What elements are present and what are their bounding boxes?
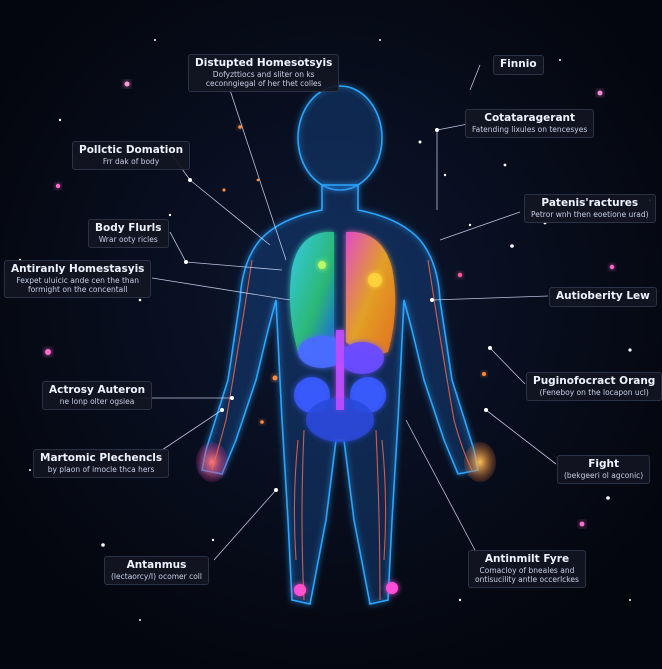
label-subtitle: Dofyzttiocs and sliter on ks	[195, 70, 332, 79]
label-disrupted-homeostasis: Distupted Homesotsyis Dofyzttiocs and sl…	[188, 54, 339, 92]
label-title: Antanmus	[111, 559, 202, 572]
label-subtitle: Wrar ooty ricles	[95, 235, 162, 244]
label-martomic-plechencls: Martomic Plechencls by plaon of imocle t…	[33, 449, 169, 478]
label-subtitle: Comacloy of bneales and	[475, 566, 579, 575]
label-title: Antinmilt Fyre	[475, 553, 579, 566]
label-subtitle-2: ontisucility antle occerlckes	[475, 575, 579, 584]
label-antinmilt-fyre: Antinmilt Fyre Comacloy of bneales and o…	[468, 550, 586, 588]
label-title: Actrosy Auteron	[49, 384, 145, 397]
label-fight: Fight (bekgeeri ol agconic)	[557, 455, 650, 484]
label-title: Cotataragerant	[472, 112, 587, 125]
heart-glow	[368, 273, 382, 287]
label-finio: Finnio	[493, 55, 544, 75]
label-subtitle: Fexpet uluicic ande cen the than	[11, 276, 144, 285]
label-title: Patenis'ractures	[531, 197, 649, 210]
label-title: Autioberity Lew	[556, 290, 650, 303]
label-subtitle: Fatending lixules on tencesyes	[472, 125, 587, 134]
label-title: Martomic Plechencls	[40, 452, 162, 465]
organ-node	[318, 261, 326, 269]
label-subtitle: ne lonp olter ogsiea	[49, 397, 145, 406]
label-title: Body Flurls	[95, 222, 162, 235]
label-subtitle: (lectaorcy/I) ocomer coll	[111, 572, 202, 581]
label-subtitle: (Feneboy on the locapon ucl)	[533, 388, 655, 397]
label-title: Finnio	[500, 58, 537, 71]
digestive-organs	[294, 330, 386, 442]
label-patenis-ractures: Patenis'ractures Petror wnh then eoetion…	[524, 194, 656, 223]
label-title: Puginofocract Orang	[533, 375, 655, 388]
left-hand-glow	[196, 442, 228, 482]
label-puginofocract-orang: Puginofocract Orang (Feneboy on the loca…	[526, 372, 662, 401]
label-title: Fight	[564, 458, 643, 471]
label-autioberity-lew: Autioberity Lew	[549, 287, 657, 307]
label-subtitle-2: formight on the concentall	[11, 285, 144, 294]
label-subtitle: (bekgeeri ol agconic)	[564, 471, 643, 480]
label-subtitle-2: ceconngiegal of her thet colles	[195, 79, 332, 88]
label-subtitle: by plaon of imocle thca hers	[40, 465, 162, 474]
right-foot-glow	[386, 582, 398, 594]
label-title: Pollctic Domation	[79, 144, 183, 157]
label-antanmus: Antanmus (lectaorcy/I) ocomer coll	[104, 556, 209, 585]
label-body-fluids: Body Flurls Wrar ooty ricles	[88, 219, 169, 248]
label-subtitle: Frr dak of body	[79, 157, 183, 166]
label-subtitle: Petror wnh then eoetione urad)	[531, 210, 649, 219]
label-actrosy-auteron: Actrosy Auteron ne lonp olter ogsiea	[42, 381, 152, 410]
label-antiranly-homestasyis: Antiranly Homestasyis Fexpet uluicic and…	[4, 260, 151, 298]
label-politic-domation: Pollctic Domation Frr dak of body	[72, 141, 190, 170]
label-title: Antiranly Homestasyis	[11, 263, 144, 276]
label-title: Distupted Homesotsyis	[195, 57, 332, 70]
label-cotataragerant: Cotataragerant Fatending lixules on tenc…	[465, 109, 594, 138]
